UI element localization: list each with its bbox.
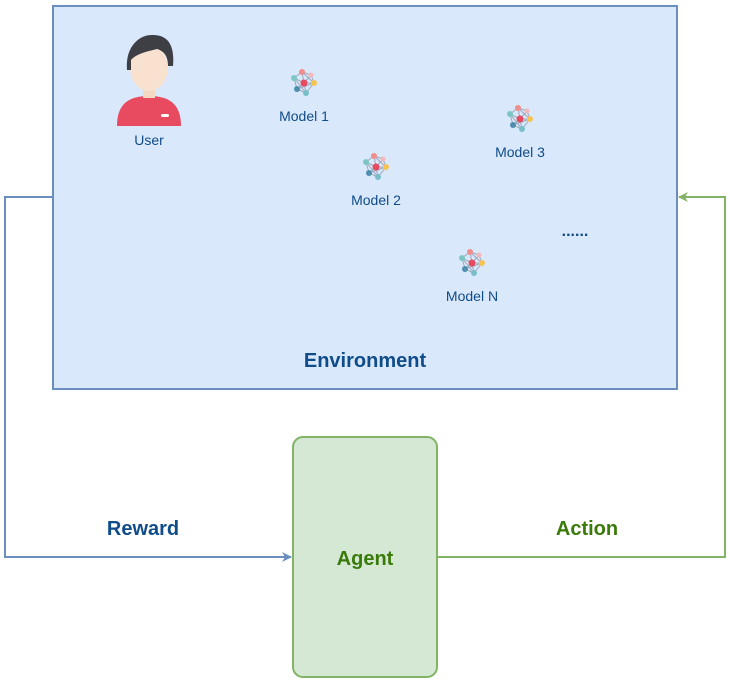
user-label: User (134, 132, 164, 148)
action-label: Action (556, 518, 618, 540)
model-1-label: Model 1 (279, 108, 329, 124)
model-n-label: Model N (446, 288, 498, 304)
ellipsis-label: ...... (562, 223, 589, 240)
reward-label: Reward (107, 518, 179, 540)
agent-label: Agent (337, 548, 394, 570)
model-2-label: Model 2 (351, 192, 401, 208)
user-icon (117, 34, 181, 126)
environment-title: Environment (304, 350, 427, 372)
reward-arrow (4, 196, 292, 562)
model-3-label: Model 3 (495, 144, 545, 160)
action-arrow (437, 192, 726, 558)
